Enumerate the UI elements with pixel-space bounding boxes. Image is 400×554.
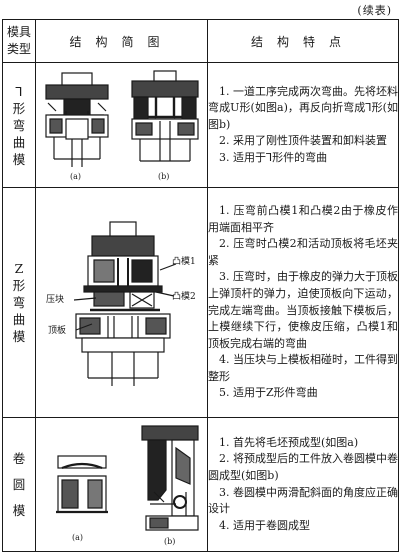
diagram-cell: (a) (b) (35, 62, 208, 188)
header-type: 模具类型 (2, 19, 36, 63)
curling-die-drawing: (a) (b) (56, 425, 199, 546)
features-cell: 1. 首先将毛坯预成型(如图a) 2. 将预成型后的工件放入卷圆模中卷圆成型(如… (207, 417, 399, 552)
table-row: ⅂ 形 弯 曲 模 (2, 62, 399, 188)
header-diagram: 结构简图 (35, 19, 208, 63)
svg-text:压块: 压块 (46, 293, 64, 305)
diagram-cell: 压块 凸模1 凸模2 顶板 (35, 187, 208, 418)
svg-text:(a): (a) (72, 533, 83, 542)
svg-text:(a): (a) (70, 172, 81, 181)
die-type-table: 模具类型 结构简图 结构特点 ⅂ 形 弯 曲 模 (2, 19, 399, 552)
svg-text:(b): (b) (164, 537, 175, 546)
svg-text:顶板: 顶板 (48, 324, 66, 336)
table-header-row: 模具类型 结构简图 结构特点 (2, 19, 399, 63)
rubber-z-die-drawing: 压块 凸模1 凸模2 顶板 (46, 221, 196, 386)
features-cell: 1. 一道工序完成两次弯曲。先将坯料弯成U形(如图a)，再反向折弯成⅂形(如图b… (207, 62, 399, 188)
table-row: Z 形 弯 曲 模 (2, 187, 399, 418)
diagram-cell: (a) (b) (35, 417, 208, 552)
table-row: 卷 圆 模 (2, 417, 399, 552)
svg-text:凸模1: 凸模1 (172, 256, 196, 267)
type-cell: ⅂ 形 弯 曲 模 (2, 62, 36, 188)
features-cell: 1. 压弯前凸模1和凸模2由于橡皮作用端面相平齐 2. 压弯时凸模2和活动顶板将… (207, 187, 399, 418)
svg-text:(b): (b) (158, 172, 169, 181)
type-cell: 卷 圆 模 (2, 417, 36, 552)
continued-label: (续表) (357, 4, 392, 17)
svg-text:凸模2: 凸模2 (172, 291, 196, 302)
header-features: 结构特点 (207, 19, 399, 63)
type-cell: Z 形 弯 曲 模 (2, 187, 36, 418)
z-bend-die-drawing: (a) (b) (45, 70, 199, 181)
